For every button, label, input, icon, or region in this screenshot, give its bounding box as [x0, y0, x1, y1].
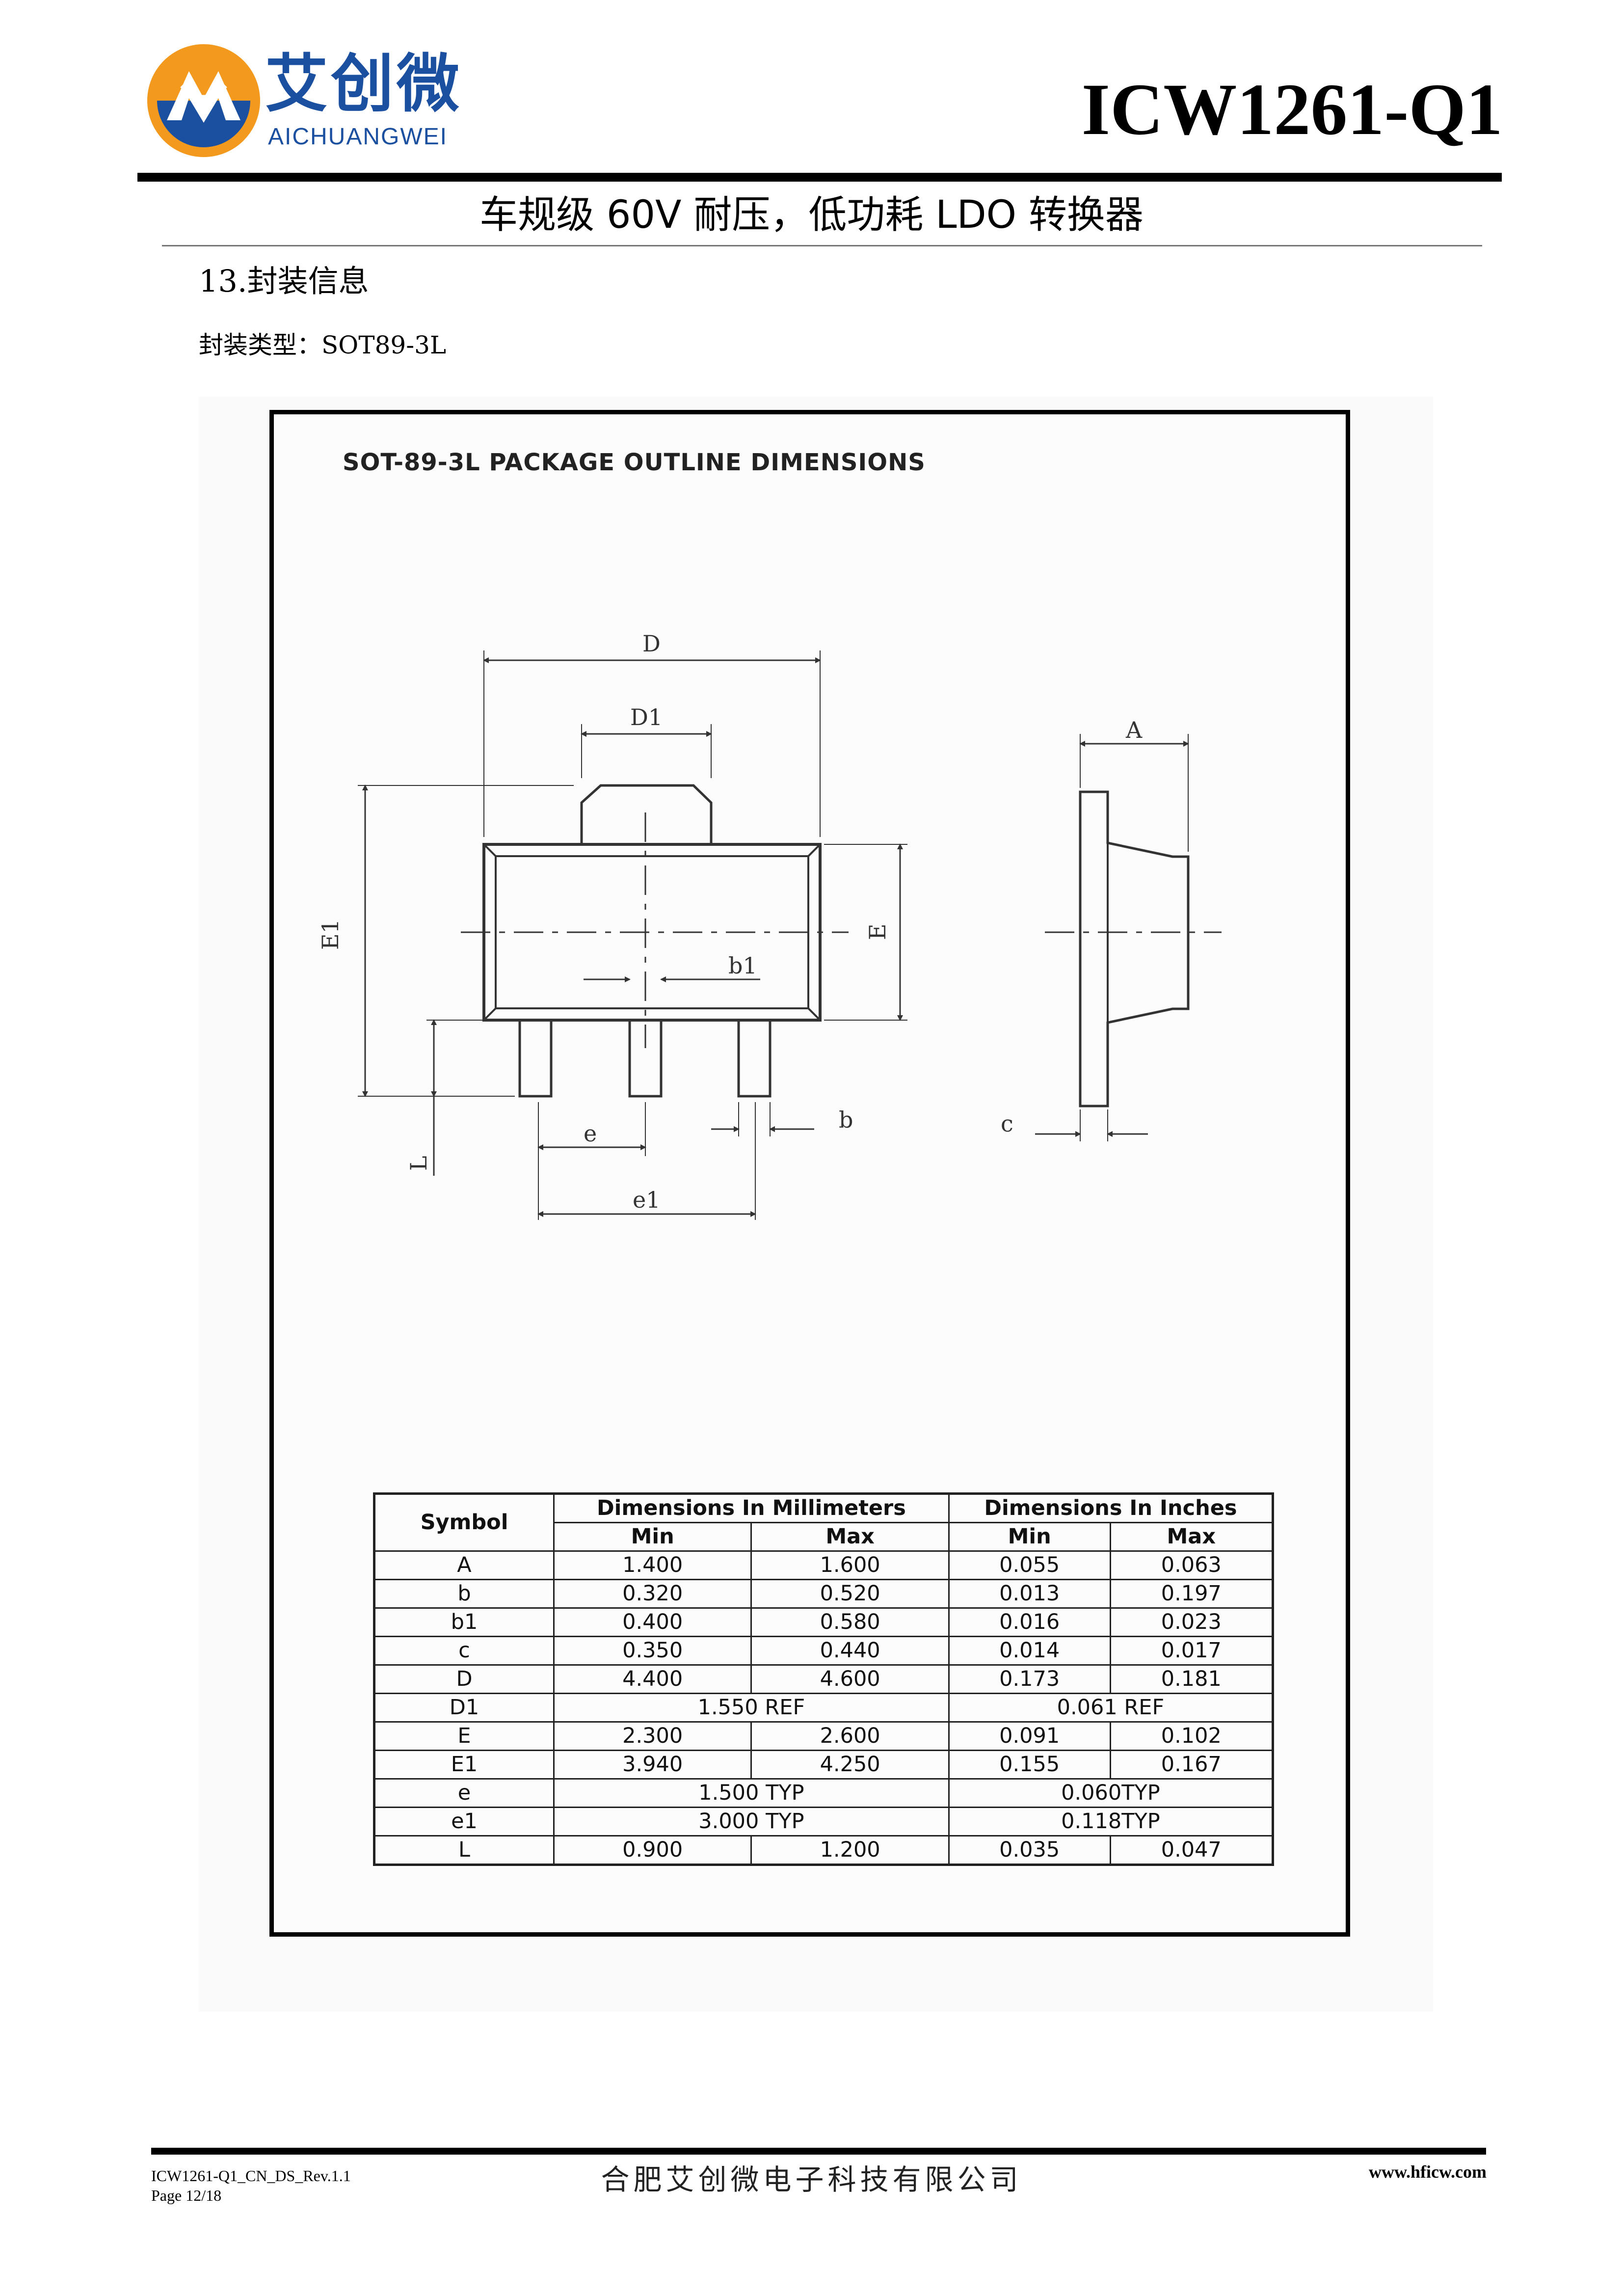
label-b: b [839, 1107, 853, 1133]
row-symbol: b1 [373, 1607, 555, 1637]
mm-max: 0.440 [750, 1636, 950, 1666]
row-symbol: D1 [373, 1693, 555, 1723]
in-max: 0.197 [1109, 1579, 1274, 1609]
table-row: E1 3.940 4.250 0.155 0.167 [373, 1750, 1274, 1780]
mm-min: 0.900 [553, 1835, 752, 1865]
mm-min: 0.320 [553, 1579, 752, 1609]
row-symbol: E1 [373, 1750, 555, 1780]
in-min: 0.014 [948, 1636, 1111, 1666]
inch-header: Dimensions In Inches [948, 1493, 1274, 1523]
in-max: 0.017 [1109, 1636, 1274, 1666]
label-D: D [642, 630, 661, 657]
table-row: c 0.350 0.440 0.014 0.017 [373, 1636, 1274, 1666]
table-header-row: Symbol Dimensions In Millimeters Dimensi… [373, 1493, 1274, 1552]
row-symbol: D [373, 1664, 555, 1694]
in-min: 0.173 [948, 1664, 1111, 1694]
label-e1: e1 [633, 1187, 661, 1213]
mm-max: 0.520 [750, 1579, 950, 1609]
label-E1: E1 [317, 919, 344, 950]
in-value: 0.118TYP [948, 1807, 1274, 1837]
mm-max: 0.580 [750, 1607, 950, 1637]
label-D1: D1 [630, 704, 663, 730]
mm-header: Dimensions In Millimeters [553, 1493, 950, 1523]
in-min: 0.091 [948, 1721, 1111, 1751]
mm-min: 4.400 [553, 1664, 752, 1694]
mm-min: 0.350 [553, 1636, 752, 1666]
mm-min: 2.300 [553, 1721, 752, 1751]
section-title: 13.封装信息 [199, 263, 369, 299]
mm-min-header: Min [553, 1522, 752, 1552]
footer-page-number: Page 12/18 [151, 2187, 222, 2204]
mm-min: 3.940 [553, 1750, 752, 1780]
row-symbol: e [373, 1778, 555, 1808]
table-subheader-row: Min Max Min Max [374, 1522, 1274, 1552]
logo-chinese-name: 艾创微 [265, 48, 463, 121]
table-row: E 2.300 2.600 0.091 0.102 [373, 1721, 1274, 1751]
mm-min: 1.400 [553, 1550, 752, 1580]
header-divider [137, 173, 1502, 182]
in-min: 0.016 [948, 1607, 1111, 1637]
footer-company-name: 合肥艾创微电子科技有限公司 [601, 2163, 1022, 2196]
mm-max: 4.250 [750, 1750, 950, 1780]
in-min: 0.013 [948, 1579, 1111, 1609]
in-max: 0.181 [1109, 1664, 1274, 1694]
row-symbol: L [373, 1835, 555, 1865]
row-symbol: c [373, 1636, 555, 1666]
logo-english-name: AICHUANGWEI [268, 124, 448, 150]
row-symbol: E [373, 1721, 555, 1751]
mm-max: 1.200 [750, 1835, 950, 1865]
table-row: e 1.500 TYP 0.060TYP [373, 1778, 1274, 1808]
symbol-header: Symbol [373, 1493, 555, 1552]
mm-value: 1.500 TYP [553, 1778, 950, 1808]
table-row: D1 1.550 REF 0.061 REF [373, 1693, 1274, 1723]
in-min-header: Min [948, 1522, 1111, 1552]
label-A: A [1125, 717, 1143, 743]
in-max-header: Max [1109, 1522, 1274, 1552]
part-number: ICW1261-Q1 [1081, 69, 1503, 150]
in-min: 0.055 [948, 1550, 1111, 1580]
label-L: L [405, 1156, 432, 1171]
outline-title: SOT-89-3L PACKAGE OUTLINE DIMENSIONS [343, 449, 926, 476]
document-subtitle: 车规级 60V 耐压，低功耗 LDO 转换器 [479, 193, 1144, 237]
mm-max: 1.600 [750, 1550, 950, 1580]
in-max: 0.167 [1109, 1750, 1274, 1780]
footer-divider [151, 2148, 1486, 2155]
mm-min: 0.400 [553, 1607, 752, 1637]
in-min: 0.035 [948, 1835, 1111, 1865]
in-min: 0.155 [948, 1750, 1111, 1780]
label-E: E [864, 923, 891, 940]
label-c: c [1001, 1110, 1013, 1137]
mm-max: 4.600 [750, 1664, 950, 1694]
mm-value: 1.550 REF [553, 1693, 950, 1723]
mm-max-header: Max [750, 1522, 950, 1552]
table-row: b1 0.400 0.580 0.016 0.023 [373, 1607, 1274, 1637]
table-row: e1 3.000 TYP 0.118TYP [373, 1807, 1274, 1837]
row-symbol: e1 [373, 1807, 555, 1837]
mm-value: 3.000 TYP [553, 1807, 950, 1837]
company-logo [147, 44, 260, 157]
row-symbol: A [373, 1550, 555, 1580]
package-outline-drawing: D D1 E1 E L b1 b e e1 A c [317, 630, 1222, 1220]
label-e: e [584, 1120, 597, 1147]
in-max: 0.047 [1109, 1835, 1274, 1865]
in-value: 0.061 REF [948, 1693, 1274, 1723]
footer-document-id: ICW1261-Q1_CN_DS_Rev.1.1 [151, 2167, 351, 2185]
package-type: 封装类型：SOT89-3L [199, 331, 447, 359]
row-symbol: b [373, 1579, 555, 1609]
in-max: 0.023 [1109, 1607, 1274, 1637]
subtitle-divider [162, 245, 1482, 246]
table-row: b 0.320 0.520 0.013 0.197 [373, 1579, 1274, 1609]
label-b1: b1 [728, 952, 757, 979]
dimensions-table: Symbol Dimensions In Millimeters Dimensi… [373, 1492, 1274, 1866]
table-row: D 4.400 4.600 0.173 0.181 [373, 1664, 1274, 1694]
in-max: 0.102 [1109, 1721, 1274, 1751]
table-row: L 0.900 1.200 0.035 0.047 [373, 1835, 1274, 1865]
in-max: 0.063 [1109, 1550, 1274, 1580]
footer-website-link[interactable]: www.hficw.com [1369, 2162, 1487, 2182]
table-row: A 1.400 1.600 0.055 0.063 [373, 1550, 1274, 1580]
mm-max: 2.600 [750, 1721, 950, 1751]
in-value: 0.060TYP [948, 1778, 1274, 1808]
